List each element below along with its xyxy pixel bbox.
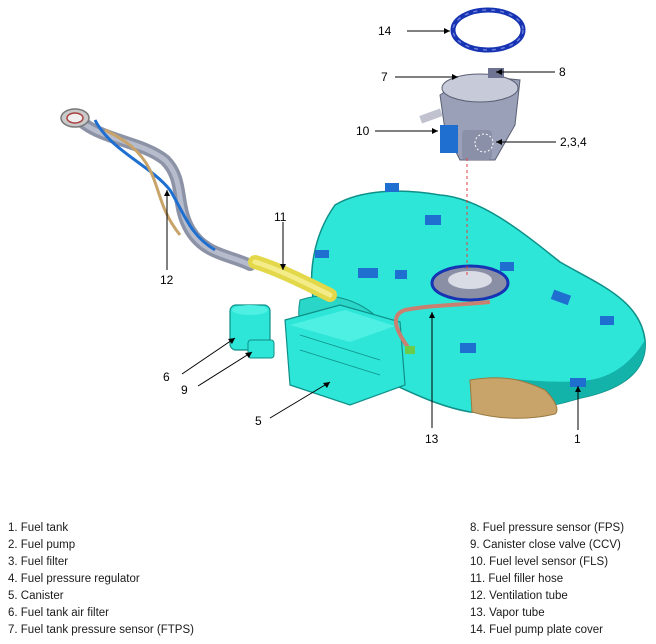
legend-item-14: 14. Fuel pump plate cover (470, 624, 603, 636)
legend-right: 8. Fuel pressure sensor (FPS) 9. Caniste… (470, 520, 656, 639)
fuel-pump-plate-cover (450, 7, 526, 53)
canister-close-valve (247, 339, 275, 359)
callout-9: 9 (181, 383, 188, 397)
legend-item-4: 4. Fuel pressure regulator (8, 573, 140, 585)
canister (284, 304, 406, 406)
callout-7: 7 (381, 70, 388, 84)
leader-lines (166, 30, 579, 430)
legend-item-7: 7. Fuel tank pressure sensor (FTPS) (8, 624, 194, 636)
legend-item-2: 2. Fuel pump (8, 539, 76, 551)
callout-10: 10 (356, 124, 370, 138)
callout-11: 11 (274, 210, 287, 224)
fuel-system-diagram (60, 7, 646, 430)
leader-arrowheads (164, 28, 581, 392)
legend-item-10: 10. Fuel level sensor (FLS) (470, 556, 609, 568)
callout-2-3-4: 2,3,4 (560, 135, 587, 149)
fuel-pump-assembly (419, 68, 521, 161)
callout-12: 12 (160, 273, 174, 287)
callout-13: 13 (425, 432, 439, 446)
legend-item-5: 5. Canister (8, 590, 64, 602)
fuel-filler-hose (248, 255, 337, 302)
legend-left: 1. Fuel tank 2. Fuel pump 3. Fuel filter… (8, 520, 308, 639)
legend-item-12: 12. Ventilation tube (470, 590, 568, 602)
legend-item-13: 13. Vapor tube (470, 607, 545, 619)
filler-neck (60, 108, 256, 271)
legend-item-6: 6. Fuel tank air filter (8, 607, 109, 619)
legend-item-9: 9. Canister close valve (CCV) (470, 539, 621, 551)
callout-14: 14 (378, 24, 392, 38)
legend-item-8: 8. Fuel pressure sensor (FPS) (470, 522, 625, 534)
legend-item-3: 3. Fuel filter (8, 556, 69, 568)
legend-item-11: 11. Fuel filler hose (470, 573, 564, 585)
callout-6: 6 (163, 370, 170, 384)
legend-item-1: 1. Fuel tank (8, 522, 69, 534)
callout-8: 8 (559, 65, 566, 79)
callout-1: 1 (574, 432, 581, 446)
callout-5: 5 (255, 414, 262, 428)
vapor-tube (394, 300, 491, 354)
